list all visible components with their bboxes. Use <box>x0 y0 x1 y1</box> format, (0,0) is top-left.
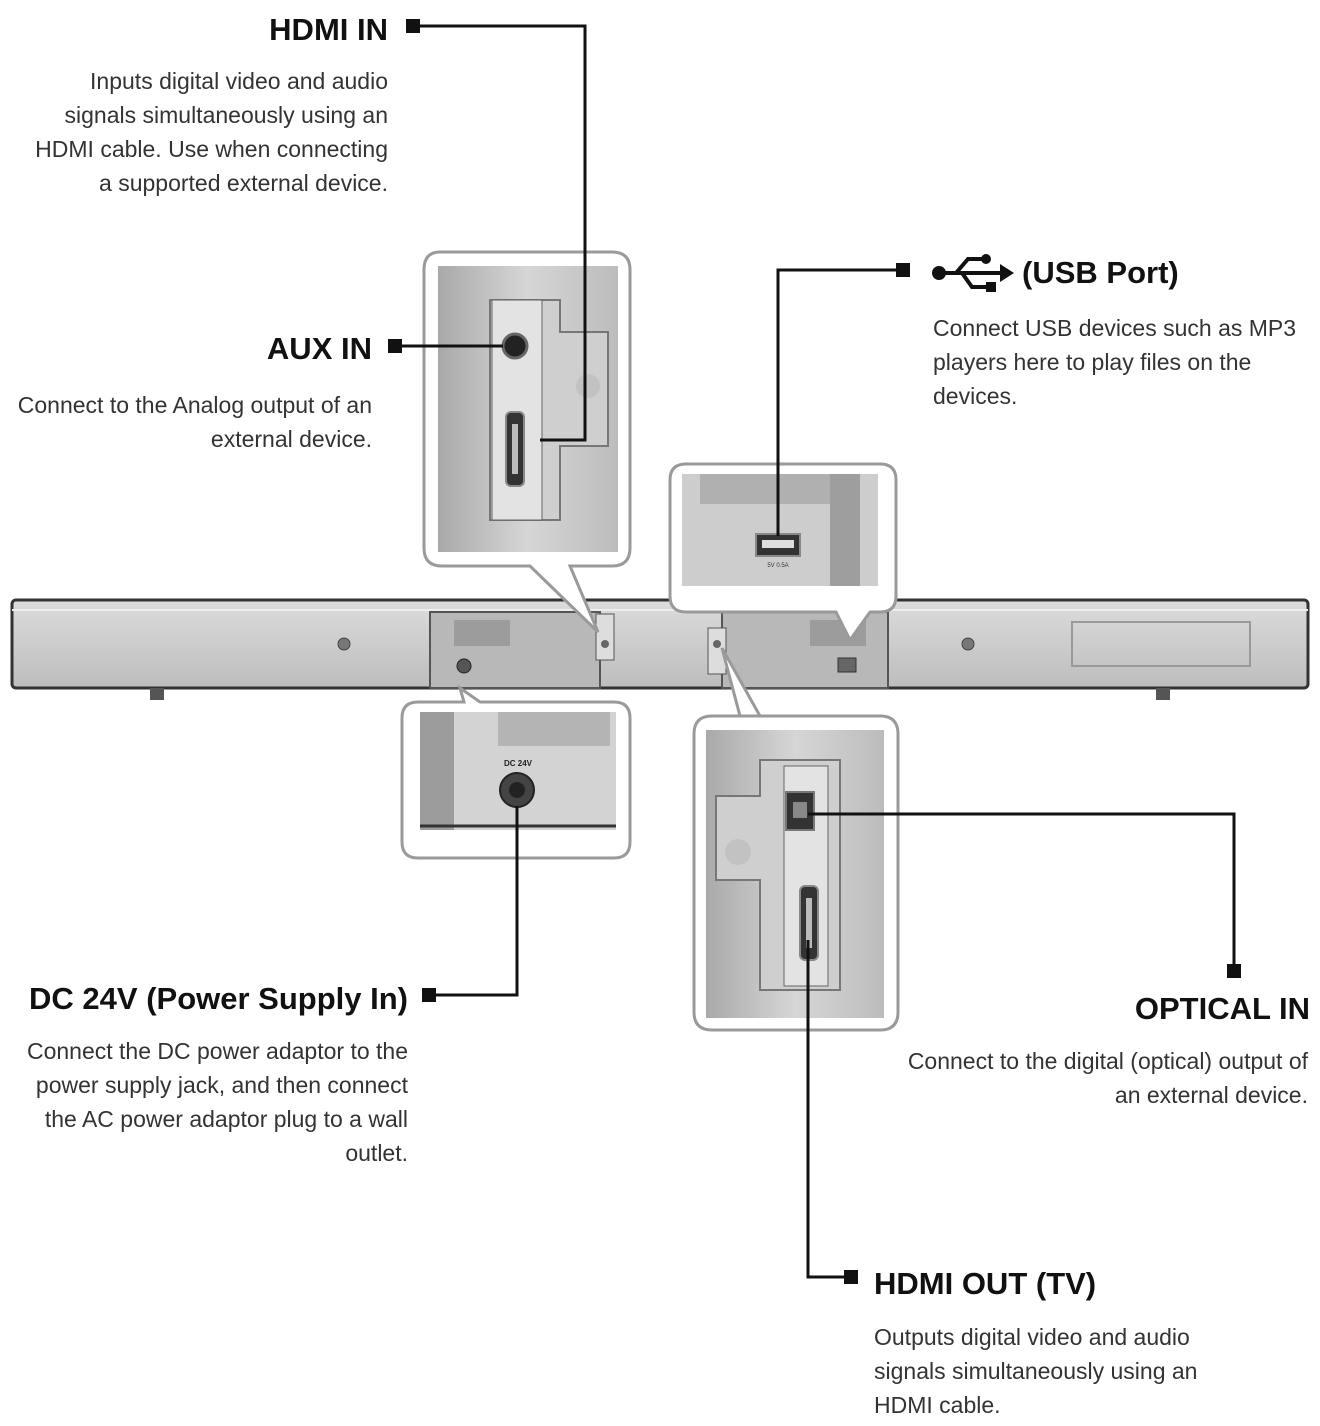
soundbar <box>10 598 1310 700</box>
usb-port-title: (USB Port) <box>1022 255 1179 290</box>
hdmi-in-title: HDMI IN <box>269 12 388 47</box>
optical-in-description: Connect to the digital (optical) output … <box>907 1048 1308 1108</box>
dc-24v-title: DC 24V (Power Supply In) <box>29 981 408 1016</box>
optical-in-title: OPTICAL IN <box>1134 991 1310 1026</box>
leader-end-markers <box>388 19 1241 1284</box>
leader-optical <box>808 812 1236 970</box>
hdmi-out-title: HDMI OUT (TV) <box>874 1266 1097 1301</box>
dc-jack-text: DC 24V <box>504 759 533 768</box>
aux-in-description: Connect to the Analog output of an exter… <box>17 392 372 452</box>
usb-icon <box>932 254 1014 292</box>
usb-rating-text: 5V 0.5A <box>767 563 788 569</box>
leader-usb <box>776 268 902 536</box>
usb-port-description: Connect USB devices such as MP3 players … <box>933 315 1297 409</box>
callout-dc: DC 24V <box>400 684 632 860</box>
hdmi-in-description: Inputs digital video and audio signals s… <box>35 68 388 196</box>
aux-in-title: AUX IN <box>266 331 372 366</box>
callout-aux-hdmi-in <box>422 250 632 634</box>
leader-hdmi-out <box>806 940 850 1279</box>
leader-hdmi-in <box>418 24 587 442</box>
leader-lines <box>396 24 1236 1279</box>
callout-optical-hdmi-out <box>692 647 900 1032</box>
leader-dc <box>430 806 519 997</box>
hdmi-out-description: Outputs digital video and audio signals … <box>874 1324 1198 1418</box>
dc-24v-description: Connect the DC power adaptor to the powe… <box>26 1038 408 1166</box>
callout-usb: 5V 0.5A <box>668 462 898 643</box>
